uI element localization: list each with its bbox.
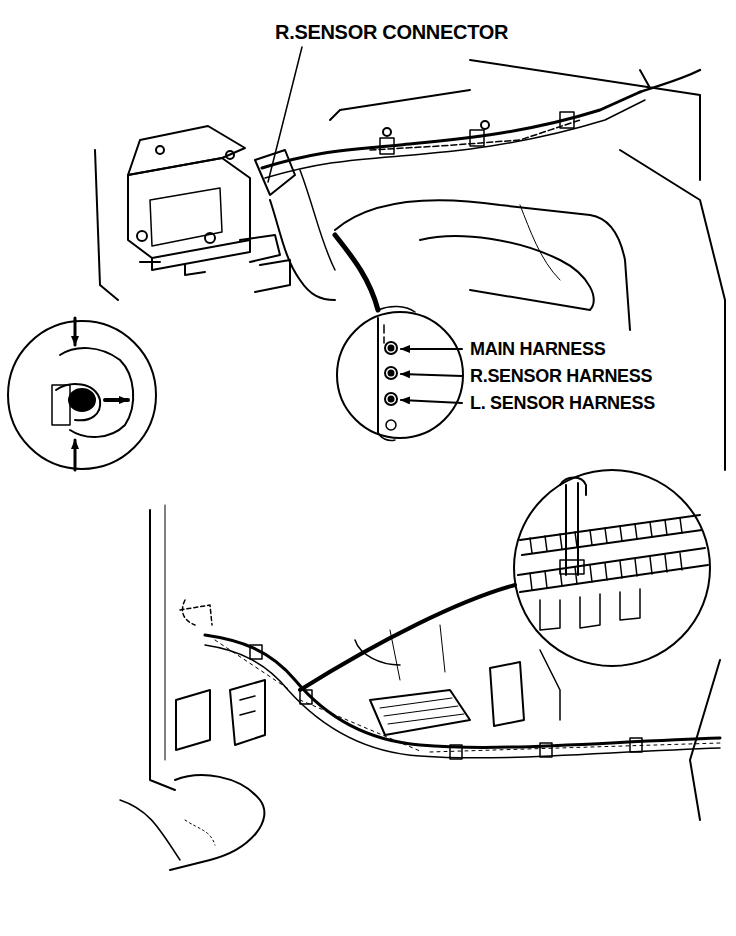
leader-line [268, 47, 302, 182]
part-label: R.SENSOR CONNECTOR [275, 22, 508, 42]
grommet-callout [337, 306, 463, 440]
clip-removal-callout [8, 318, 156, 470]
upper-view [95, 60, 725, 470]
part-label: L. SENSOR HARNESS [470, 394, 655, 412]
lower-view [120, 505, 720, 870]
part-label: MAIN HARNESS [470, 340, 605, 358]
harness-clip-callout [514, 470, 710, 666]
part-label: R.SENSOR HARNESS [470, 367, 652, 385]
